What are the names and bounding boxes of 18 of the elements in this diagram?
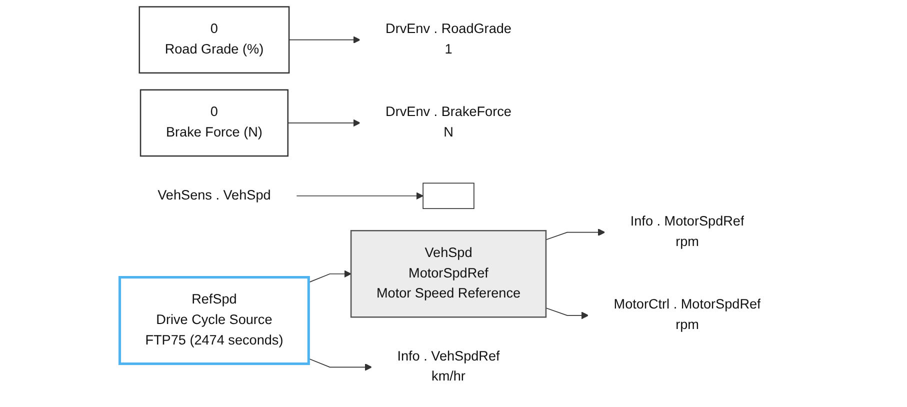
arrow	[296, 192, 424, 200]
node-box	[423, 182, 475, 210]
node-box: 0 Brake Force (N)	[140, 89, 289, 157]
node-text: Info . VehSpdRef km/hr	[398, 349, 500, 384]
node-text: DrvEnv . RoadGrade 1	[386, 22, 512, 57]
arrow	[546, 228, 606, 240]
node-text: MotorCtrl . MotorSpdRef rpm	[614, 298, 762, 332]
arrow	[308, 270, 352, 283]
node-text: DrvEnv . BrakeForce N	[386, 105, 512, 140]
node-box: 0 Road Grade (%)	[139, 6, 290, 74]
arrow	[546, 308, 590, 320]
arrow	[288, 119, 361, 127]
arrow	[289, 36, 361, 44]
arrow	[308, 358, 373, 371]
node-box: VehSpd MotorSpdRef Motor Speed Reference	[350, 230, 548, 318]
node-box: RefSpd Drive Cycle Source FTP75 (2474 seconds)	[118, 276, 310, 366]
node-text: VehSens . VehSpd	[158, 188, 272, 203]
node-text: Info . MotorSpdRef rpm	[630, 214, 745, 250]
